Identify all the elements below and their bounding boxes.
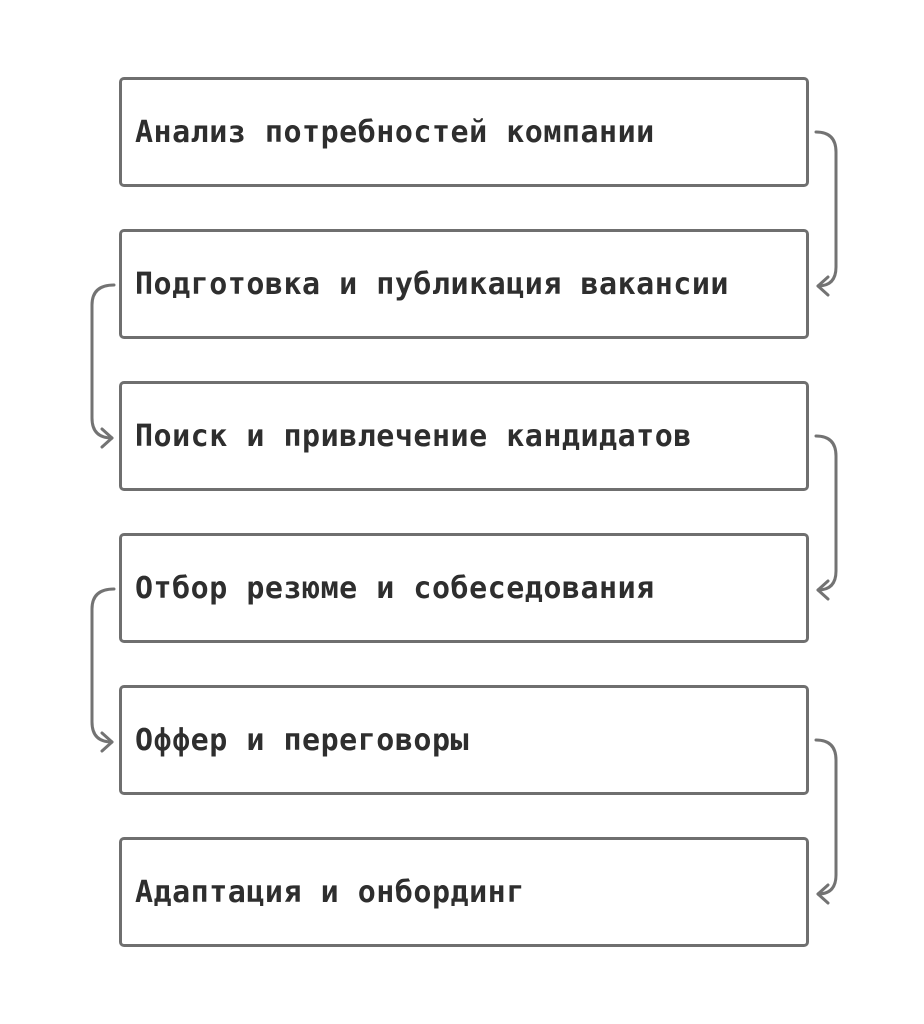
connector-arrow-4-to-5 [90, 587, 116, 753]
arrowhead-icon [100, 731, 114, 753]
connector-arrow-2-to-3 [90, 283, 116, 449]
step-box-onboarding: Адаптация и онбординг [119, 837, 809, 947]
step-label: Отбор резюме и собеседования [135, 570, 655, 606]
step-box-screening-interviews: Отбор резюме и собеседования [119, 533, 809, 643]
step-label: Адаптация и онбординг [135, 874, 525, 910]
step-box-needs-analysis: Анализ потребностей компании [119, 77, 809, 187]
step-label: Поиск и привлечение кандидатов [135, 418, 692, 454]
connector-arrow-5-to-6 [814, 738, 838, 905]
step-label: Подготовка и публикация вакансии [135, 266, 729, 302]
step-box-vacancy-publication: Подготовка и публикация вакансии [119, 229, 809, 339]
connector-arrow-3-to-4 [814, 434, 838, 601]
step-label: Оффер и переговоры [135, 722, 470, 758]
connector-arrow-1-to-2 [814, 130, 838, 297]
step-box-candidate-sourcing: Поиск и привлечение кандидатов [119, 381, 809, 491]
arrowhead-icon [816, 579, 830, 601]
arrowhead-icon [100, 427, 114, 449]
arrowhead-icon [816, 883, 830, 905]
arrowhead-icon [816, 275, 830, 297]
step-label: Анализ потребностей компании [135, 114, 655, 150]
step-box-offer-negotiation: Оффер и переговоры [119, 685, 809, 795]
